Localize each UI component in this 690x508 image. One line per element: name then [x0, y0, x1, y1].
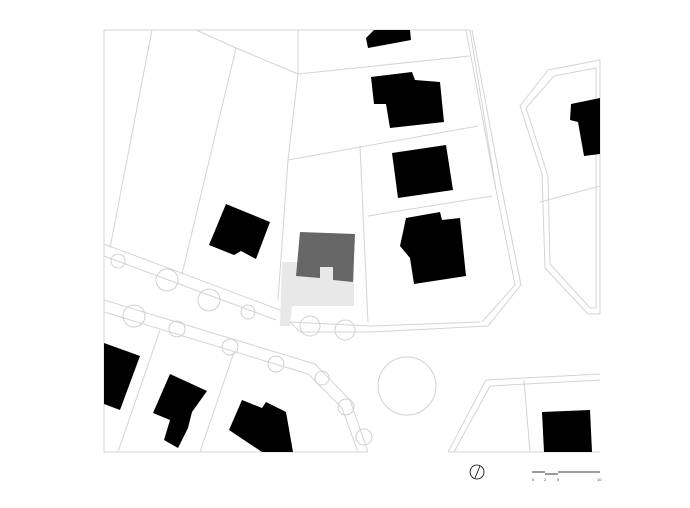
scale-label: 0 [532, 477, 535, 482]
road-lines [103, 29, 522, 453]
north-arrow-icon [469, 464, 485, 480]
trees [110, 253, 437, 446]
building [229, 400, 293, 452]
building [104, 343, 140, 410]
building [209, 204, 270, 259]
building [153, 374, 207, 448]
building [366, 30, 411, 48]
scale-label: 5 [557, 477, 560, 482]
scale-label: 10 [597, 477, 602, 482]
building [392, 145, 453, 198]
scale-label: 2 [544, 477, 547, 482]
building [542, 410, 592, 452]
scale-bar: 0 2 5 10 [532, 471, 602, 482]
lot-lines [109, 29, 601, 453]
project-site [280, 232, 355, 326]
building [570, 98, 600, 156]
building [400, 212, 466, 284]
project-building [296, 232, 355, 282]
building [371, 72, 444, 128]
buildings [104, 30, 600, 452]
